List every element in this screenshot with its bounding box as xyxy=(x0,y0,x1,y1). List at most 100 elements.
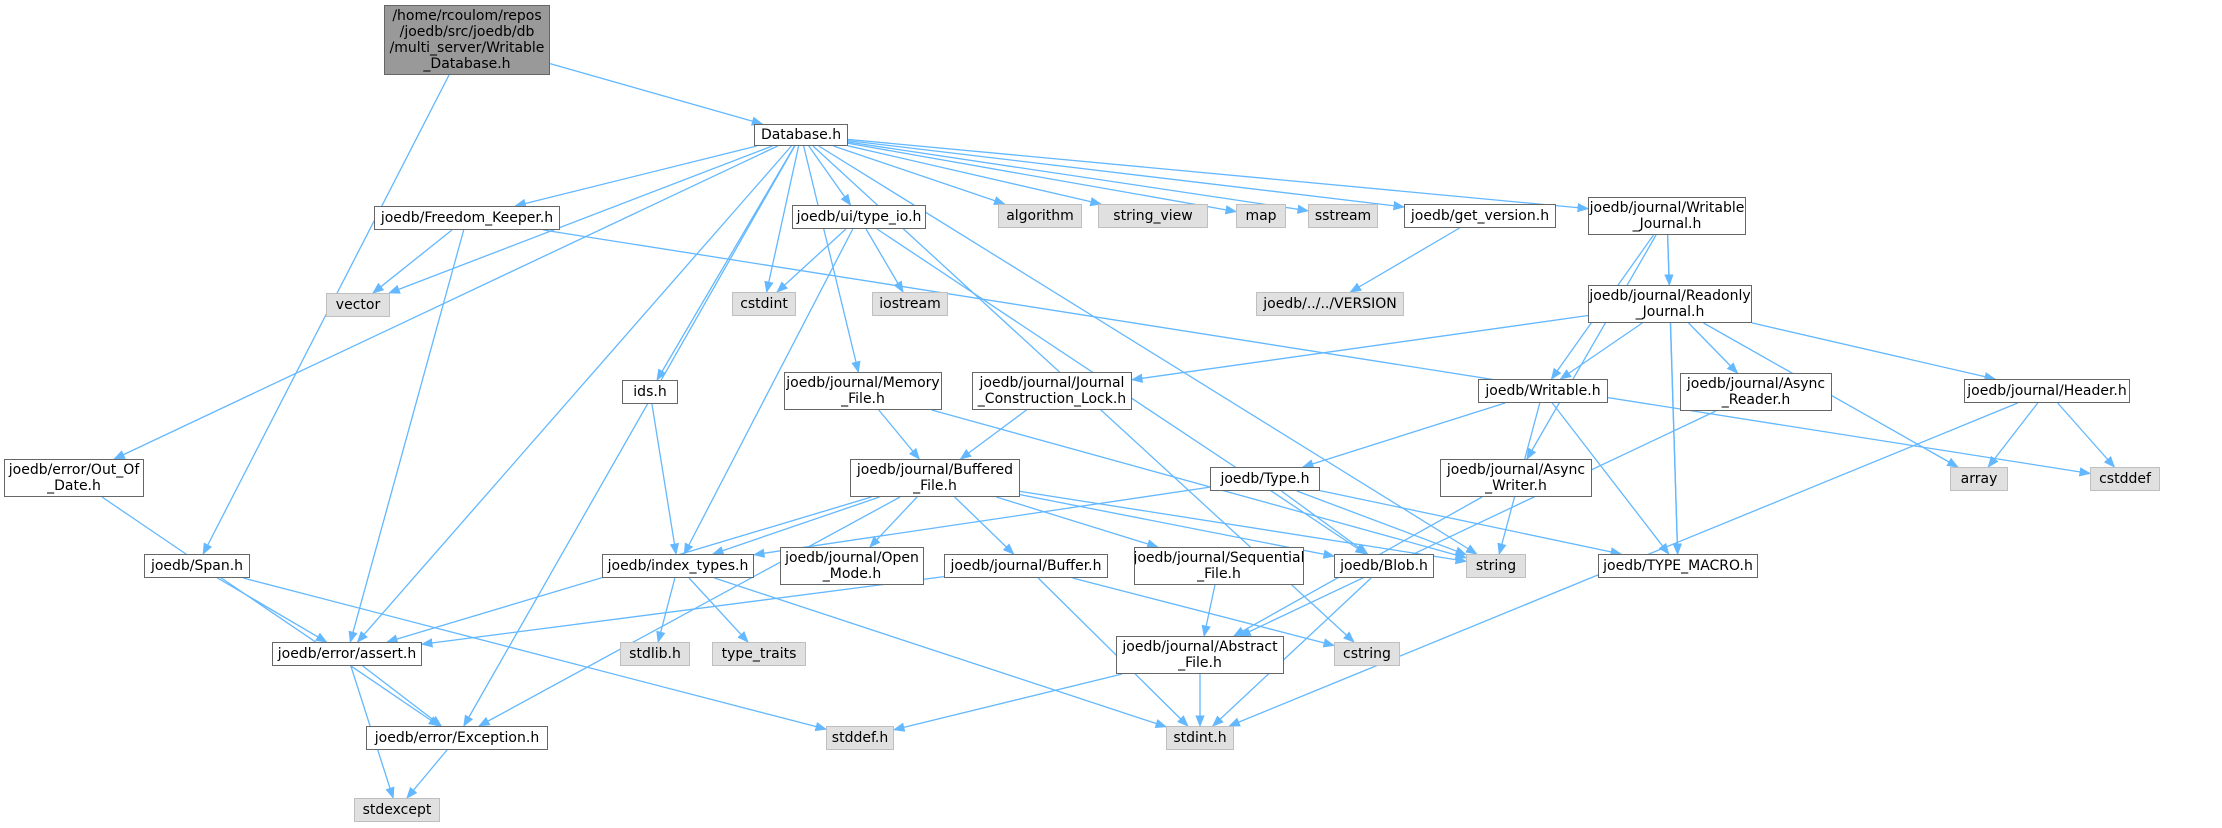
edge-header-to-array xyxy=(1987,402,2039,468)
edge-buffered_file-to-sequential_file xyxy=(996,496,1159,549)
node-index-types[interactable]: joedb/index_types.h xyxy=(602,554,754,578)
edge-readonly_journal-to-journal_construction_lock xyxy=(1130,314,1589,383)
edge-root-to-database xyxy=(549,62,764,126)
edge-buffered_file-to-exception xyxy=(478,496,901,727)
edge-blob-to-stdint xyxy=(1211,577,1372,727)
node-type-traits: type_traits xyxy=(712,642,806,666)
edge-database-to-freedom_keeper xyxy=(514,145,757,209)
node-string: string xyxy=(1466,554,1526,578)
node-readonly-journal[interactable]: joedb/journal/Readonly _Journal.h xyxy=(1588,285,1752,323)
edge-database-to-ids xyxy=(656,145,796,382)
node-buffer[interactable]: joedb/journal/Buffer.h xyxy=(944,554,1108,578)
node-journal-construction-lock[interactable]: joedb/journal/Journal _Construction_Lock… xyxy=(972,372,1132,410)
edge-database-to-string_view xyxy=(847,145,1102,207)
node-stdexcept: stdexcept xyxy=(354,798,440,822)
edge-type-to-string xyxy=(1296,490,1468,556)
edge-exception-to-stdexcept xyxy=(406,749,448,799)
edge-readonly_journal-to-type_macro xyxy=(1669,322,1682,556)
edge-database-to-out_of_date xyxy=(113,145,778,460)
node-blob[interactable]: joedb/Blob.h xyxy=(1334,554,1434,578)
node-writable[interactable]: joedb/Writable.h xyxy=(1478,379,1608,403)
node-algorithm: algorithm xyxy=(998,204,1082,228)
node-exception[interactable]: joedb/error/Exception.h xyxy=(366,726,548,750)
edge-buffered_file-to-open_mode xyxy=(869,496,918,548)
edge-sequential_file-to-abstract_file xyxy=(1201,584,1216,638)
node-sequential-file[interactable]: joedb/journal/Sequential _File.h xyxy=(1134,547,1304,585)
edge-database-to-map xyxy=(847,142,1238,215)
edge-database-to-assert xyxy=(356,145,792,643)
edge-buffer-to-stdint xyxy=(1037,577,1189,727)
edge-index_types-to-stdlib xyxy=(656,577,676,644)
edge-database-to-sstream xyxy=(847,141,1310,214)
node-header[interactable]: joedb/journal/Header.h xyxy=(1964,379,2130,403)
edge-buffer-to-cstring xyxy=(1072,577,1336,648)
edge-buffered_file-to-index_types xyxy=(711,496,880,556)
node-ui-type-io[interactable]: joedb/ui/type_io.h xyxy=(792,205,926,229)
edge-readonly_journal-to-async_reader xyxy=(1688,322,1739,374)
node-root-writable-database: /home/rcoulom/repos /joedb/src/joedb/db … xyxy=(384,5,550,75)
node-database[interactable]: Database.h xyxy=(754,124,848,146)
edge-ui_type_io-to-index_types xyxy=(683,228,854,556)
node-type[interactable]: joedb/Type.h xyxy=(1210,467,1320,491)
node-cstring: cstring xyxy=(1334,642,1400,666)
edge-buffered_file-to-blob xyxy=(1019,494,1336,559)
edge-writable_journal-to-async_writer xyxy=(1526,234,1657,461)
edge-type-to-blob xyxy=(1281,490,1369,555)
edge-ui_type_io-to-cstdint xyxy=(776,228,847,293)
edge-buffer-to-assert xyxy=(420,575,945,648)
node-cstddef: cstddef xyxy=(2090,467,2160,491)
edge-buffered_file-to-buffer xyxy=(954,496,1015,555)
node-abstract-file[interactable]: joedb/journal/Abstract _File.h xyxy=(1116,636,1284,674)
node-out-of-date[interactable]: joedb/error/Out_Of _Date.h xyxy=(4,459,144,497)
node-async-writer[interactable]: joedb/journal/Async _Writer.h xyxy=(1440,459,1592,497)
node-string-view: string_view xyxy=(1098,204,1208,228)
node-memory-file[interactable]: joedb/journal/Memory _File.h xyxy=(784,372,942,410)
edge-readonly_journal-to-writable xyxy=(1559,322,1643,380)
node-get-version[interactable]: joedb/get_version.h xyxy=(1404,204,1556,228)
node-open-mode[interactable]: joedb/journal/Open _Mode.h xyxy=(780,547,924,585)
node-async-reader[interactable]: joedb/journal/Async _Reader.h xyxy=(1680,373,1832,411)
node-writable-journal[interactable]: joedb/journal/Writable _Journal.h xyxy=(1588,197,1746,235)
node-stdlib: stdlib.h xyxy=(620,642,690,666)
edge-memory_file-to-string xyxy=(931,409,1468,560)
node-type-macro[interactable]: joedb/TYPE_MACRO.h xyxy=(1598,554,1758,578)
edge-assert-to-exception xyxy=(362,665,443,727)
node-stddef: stddef.h xyxy=(826,726,894,750)
edge-freedom_keeper-to-assert xyxy=(348,229,465,644)
node-sstream: sstream xyxy=(1308,204,1378,228)
edge-writable-to-type xyxy=(1301,402,1506,469)
edge-database-to-ui_type_io xyxy=(808,145,852,206)
edge-database-to-cstdint xyxy=(764,145,800,294)
edge-database-to-writable_journal xyxy=(847,138,1590,213)
edge-database-to-exception xyxy=(463,145,796,728)
edge-ids-to-index_types xyxy=(651,403,680,556)
node-cstdint: cstdint xyxy=(732,292,796,316)
edge-span-to-assert xyxy=(217,577,328,643)
edge-memory_file-to-buffered_file xyxy=(878,409,921,460)
edge-database-to-algorithm xyxy=(833,145,1006,206)
edge-journal_construction_lock-to-buffered_file xyxy=(959,409,1027,460)
node-map: map xyxy=(1236,204,1286,228)
node-span[interactable]: joedb/Span.h xyxy=(144,554,250,578)
edge-database-to-string xyxy=(818,145,1478,555)
edge-abstract_file-to-stddef xyxy=(892,673,1123,732)
edge-database-to-get_version xyxy=(847,139,1406,211)
node-freedom-keeper[interactable]: joedb/Freedom_Keeper.h xyxy=(374,206,560,230)
node-array: array xyxy=(1950,467,2008,491)
node-ids[interactable]: ids.h xyxy=(622,380,678,404)
node-vector: vector xyxy=(326,293,390,317)
node-iostream: iostream xyxy=(872,292,948,316)
node-assert[interactable]: joedb/error/assert.h xyxy=(272,642,422,666)
edge-buffered_file-to-string xyxy=(1019,490,1468,565)
edge-freedom_keeper-to-cstddef xyxy=(543,229,2092,477)
edge-header-to-cstddef xyxy=(2057,402,2116,468)
edge-type-to-type_macro xyxy=(1319,489,1623,557)
edge-get_version-to-version xyxy=(1349,227,1460,293)
node-version: joedb/../../VERSION xyxy=(1256,292,1404,316)
edge-readonly_journal-to-header xyxy=(1751,322,1997,382)
edge-out_of_date-to-exception xyxy=(101,496,441,727)
edge-writable-to-type_macro xyxy=(1551,402,1670,555)
node-buffered-file[interactable]: joedb/journal/Buffered _File.h xyxy=(850,459,1020,497)
